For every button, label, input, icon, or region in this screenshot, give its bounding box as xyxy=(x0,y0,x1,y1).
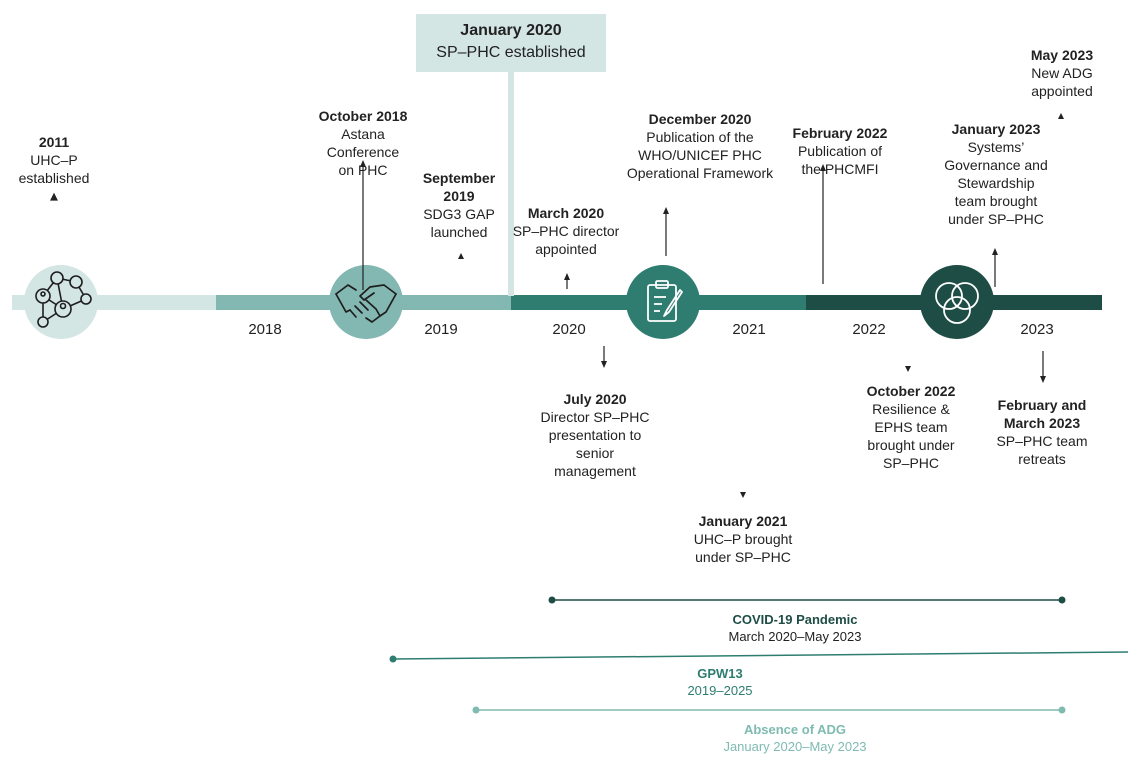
period-covid-line xyxy=(548,596,1066,604)
venn-circles-icon xyxy=(920,265,994,339)
event-desc: New ADG appointed xyxy=(1031,65,1093,99)
event-mar-2020: March 2020 SP–PHC director appointed xyxy=(496,204,636,258)
event-title: October 2018 xyxy=(318,108,408,124)
event-title: September 2019 xyxy=(422,170,496,204)
event-desc: Systems’ Governance and Stewardship team… xyxy=(944,139,1048,227)
event-desc: Resilience & EPHS team brought under SP–… xyxy=(867,401,955,471)
arrow-head-mar2020 xyxy=(564,273,570,280)
event-title: January 2023 xyxy=(951,121,1041,137)
event-oct-2022: October 2022 Resilience & EPHS team brou… xyxy=(846,382,976,472)
arrow-up-may2023 xyxy=(1058,113,1064,119)
period-title: Absence of ADG xyxy=(743,722,847,737)
arrow-head-oct2018 xyxy=(360,160,366,167)
highlight-connector xyxy=(508,72,514,296)
highlight-title: January 2020 xyxy=(460,22,562,39)
period-desc: 2019–2025 xyxy=(687,683,753,698)
period-absence-adg: Absence of ADG January 2020–May 2023 xyxy=(680,721,910,755)
event-may-2023: May 2023 New ADG appointed xyxy=(1014,46,1110,100)
year-label-2018: 2018 xyxy=(248,321,282,338)
period-gpw13: GPW13 2019–2025 xyxy=(620,665,820,699)
network-people-icon xyxy=(24,265,98,339)
year-label-2020: 2020 xyxy=(552,321,586,338)
event-title: January 2021 xyxy=(698,513,788,529)
event-desc: UHC–P established xyxy=(18,152,90,186)
event-jan-2023: January 2023 Systems’ Governance and Ste… xyxy=(931,120,1061,228)
event-dec-2020: December 2020 Publication of the WHO/UNI… xyxy=(610,110,790,182)
period-desc: January 2020–May 2023 xyxy=(723,739,867,754)
period-adg-line xyxy=(472,706,1066,714)
highlight-desc: SP–PHC established xyxy=(436,44,586,61)
event-title: December 2020 xyxy=(648,111,752,127)
event-desc: SDG3 GAP launched xyxy=(423,206,495,240)
period-title: COVID-19 Pandemic xyxy=(732,612,858,627)
period-gpw13-line xyxy=(389,651,1128,663)
arrow-down-jan2021 xyxy=(740,492,746,498)
event-jul-2020: July 2020 Director SP–PHC presentation t… xyxy=(520,390,670,480)
event-2011: 2011 UHC–P established xyxy=(4,133,104,187)
event-feb-mar-2023: February and March 2023 SP–PHC team retr… xyxy=(986,396,1098,468)
event-desc: UHC–P brought under SP–PHC xyxy=(693,531,793,565)
highlight-jan-2020: January 2020 SP–PHC established xyxy=(416,14,606,72)
event-title: February and March 2023 xyxy=(997,397,1087,431)
event-sep-2019: September 2019 SDG3 GAP launched xyxy=(404,169,514,241)
event-feb-2022: February 2022 Publication of the PHCMFI xyxy=(780,124,900,178)
event-title: March 2020 xyxy=(527,205,605,221)
period-title: GPW13 xyxy=(697,666,743,681)
arrow-head-feb2023 xyxy=(1040,376,1046,383)
year-label-2023: 2023 xyxy=(1020,321,1054,338)
arrow-head-jan2023 xyxy=(992,248,998,255)
event-title: October 2022 xyxy=(866,383,956,399)
arrow-up-sep2019 xyxy=(458,253,464,259)
event-title: July 2020 xyxy=(563,391,627,407)
event-desc: Publication of the WHO/UNICEF PHC Operat… xyxy=(626,129,774,181)
event-desc: Astana Conference on PHC xyxy=(326,126,400,178)
arrow-head-dec2020 xyxy=(663,207,669,214)
arrow-down-oct2022 xyxy=(905,366,911,372)
arrows-up xyxy=(50,113,1064,290)
event-desc: SP–PHC director appointed xyxy=(512,223,620,257)
year-label-2022: 2022 xyxy=(852,321,886,338)
arrow-head-jul2020 xyxy=(601,361,607,368)
event-desc: Publication of the PHCMFI xyxy=(797,143,883,177)
arrow-head-feb2022 xyxy=(820,164,826,171)
event-title: May 2023 xyxy=(1030,47,1094,63)
year-label-2019: 2019 xyxy=(424,321,458,338)
event-desc: Director SP–PHC presentation to senior m… xyxy=(540,409,650,479)
arrow-up-2011 xyxy=(50,192,58,201)
clipboard-pen-icon xyxy=(626,265,700,339)
year-label-2021: 2021 xyxy=(732,321,766,338)
event-desc: SP–PHC team retreats xyxy=(996,433,1088,467)
handshake-icon xyxy=(329,265,403,339)
event-title: 2011 xyxy=(38,134,70,150)
event-jan-2021: January 2021 UHC–P brought under SP–PHC xyxy=(668,512,818,566)
event-oct-2018: October 2018 Astana Conference on PHC xyxy=(288,107,438,179)
event-title: February 2022 xyxy=(792,125,888,141)
period-covid: COVID-19 Pandemic March 2020–May 2023 xyxy=(680,611,910,645)
period-desc: March 2020–May 2023 xyxy=(728,629,862,644)
arrows-down xyxy=(601,346,1046,498)
